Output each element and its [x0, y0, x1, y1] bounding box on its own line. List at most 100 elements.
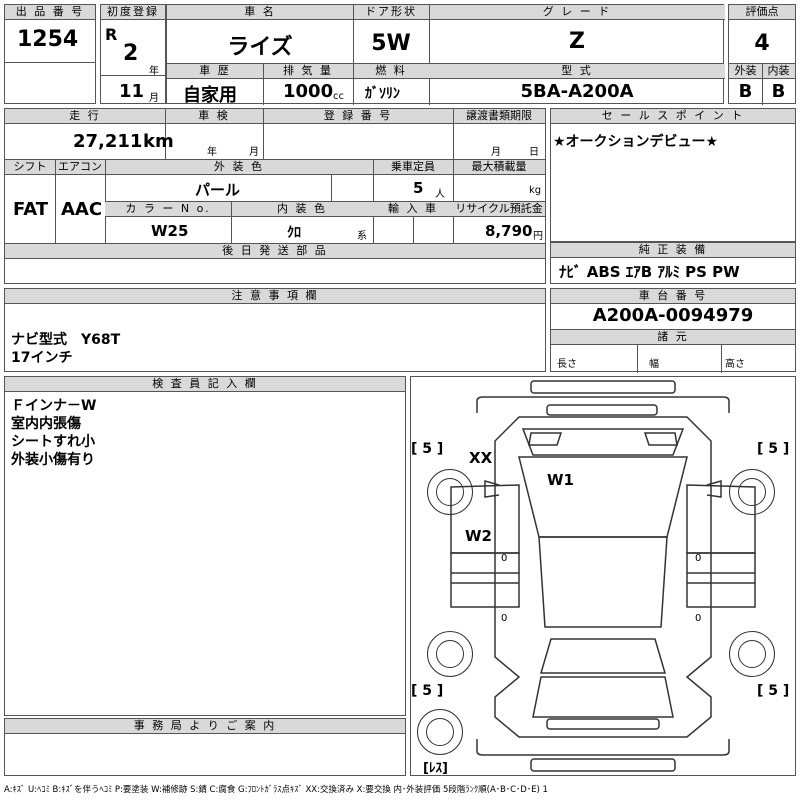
reg-no-label: 登 録 番 号	[263, 109, 453, 124]
legend-text: A:ｷｽﾞ U:ﾍｺﾐ B:ｷｽﾞを伴うﾍｺﾐ P:要塗装 W:補修跡 S:錆 …	[4, 785, 548, 795]
import-label: 輸 入 車	[373, 202, 453, 217]
door-type: 5W	[371, 31, 411, 56]
notes-box: 注 意 事 項 欄 ナビ型式 Y68T 17インチ	[4, 288, 546, 372]
history: 自家用	[183, 85, 237, 106]
interior-grade-label: 内装	[762, 64, 795, 79]
transfer-day-unit: 日	[529, 147, 539, 158]
damage-mark-w2: W2	[465, 527, 492, 545]
tread-front-right: [ 5 ]	[757, 441, 790, 457]
notes-label: 注 意 事 項 欄	[5, 289, 545, 304]
door-label: ドア形状	[353, 5, 429, 20]
inspector-box: 検 査 員 記 入 欄 Ｆインナ－W 室内内張傷 シートすれ小 外装小傷有り	[4, 376, 406, 716]
ac-label: エアコン	[55, 160, 105, 175]
inspector-line-1: Ｆインナ－W	[11, 398, 97, 414]
model: 5BA-A200A	[520, 81, 634, 102]
wheel-front-right	[729, 469, 775, 515]
exterior-grade: B	[738, 81, 753, 102]
office-label: 事 務 局 よ り ご 案 内	[5, 719, 405, 734]
shift-label: シフト	[5, 160, 55, 175]
month-unit: 月	[149, 93, 159, 104]
lot-number-box: 出 品 番 号 1254	[4, 4, 96, 104]
max-load-unit: kg	[529, 185, 542, 196]
capacity-unit: 人	[435, 189, 445, 200]
later-parts-label: 後 日 発 送 部 品	[5, 244, 545, 259]
model-label: 型 式	[429, 64, 725, 79]
fuel: ｶﾞｿﾘﾝ	[365, 86, 400, 102]
score-label: 評価点	[729, 5, 795, 20]
lot-number: 1254	[17, 27, 79, 52]
wheel-rear-left	[427, 631, 473, 677]
recycle-label: リサイクル預託金	[453, 202, 545, 217]
wheel-rear-right	[729, 631, 775, 677]
lot-number-label: 出 品 番 号	[5, 5, 95, 20]
mileage-label: 走 行	[5, 109, 165, 124]
sales-point-box: セ ー ル ス ポ イ ン ト ★オークションデビュー★	[550, 108, 796, 242]
score: 4	[754, 31, 770, 56]
interior-grade: B	[771, 81, 786, 102]
color-no: W25	[151, 222, 189, 240]
history-label: 車 歴	[167, 64, 263, 79]
first-reg-label: 初度登録	[101, 5, 165, 20]
transfer-label: 譲渡書類期限	[453, 109, 545, 124]
inspector-line-2: 室内内張傷	[11, 416, 81, 432]
recycle-unit: 円	[533, 231, 543, 242]
chassis-number: A200A-0094979	[592, 305, 754, 326]
exterior-color: パール	[195, 181, 241, 199]
mileage: 27,211	[73, 131, 143, 152]
interior-color: ｸﾛ	[287, 225, 301, 241]
displacement-label: 排 気 量	[263, 64, 353, 79]
sales-point-text: ★オークションデビュー★	[553, 134, 719, 150]
equipment-label: 純 正 装 備	[551, 243, 795, 258]
car-body-diagram	[450, 380, 756, 772]
zero-mark-1: 0	[501, 553, 508, 564]
color-no-label: カ ラ ー N o.	[105, 202, 231, 217]
equipment-text: ﾅﾋﾞ ABS ｴｱB ｱﾙﾐ PS PW	[559, 263, 740, 281]
damage-mark-xx: XX	[469, 449, 493, 467]
inspector-line-4: 外装小傷有り	[11, 452, 95, 468]
mileage-unit: km	[143, 131, 174, 152]
car-name-label: 車 名	[167, 5, 353, 20]
spare-tire-label: [ﾚｽ]	[423, 761, 448, 776]
equipment-box: 純 正 装 備 ﾅﾋﾞ ABS ｴｱB ｱﾙﾐ PS PW	[550, 242, 796, 284]
max-load-label: 最大積載量	[453, 160, 545, 175]
inspection-year-unit: 年	[207, 147, 217, 158]
chassis-box: 車 台 番 号 A200A-0094979 諸 元 長さ 幅 高さ	[550, 288, 796, 373]
inspector-label: 検 査 員 記 入 欄	[5, 377, 405, 392]
capacity-label: 乗車定員	[373, 160, 453, 175]
wheel-spare	[417, 709, 463, 755]
tread-rear-right: [ 5 ]	[757, 683, 790, 699]
tread-rear-left: [ 5 ]	[411, 683, 444, 699]
exterior-color-label: 外 装 色	[105, 160, 373, 175]
era: R	[105, 25, 118, 44]
inspection-label: 車 検	[165, 109, 263, 124]
reg-year: 2	[123, 41, 139, 66]
reg-month: 11	[119, 81, 145, 102]
car-diagram-box: [ 5 ] [ 5 ] [ 5 ] [ 5 ] [ﾚｽ] XX W1 W2 0 …	[410, 376, 796, 776]
sales-point-label: セ ー ル ス ポ イ ン ト	[551, 109, 795, 124]
ac: AAC	[61, 199, 103, 220]
width-label: 幅	[649, 359, 659, 370]
notes-line-1: ナビ型式 Y68T	[11, 332, 121, 348]
interior-color-label: 内 装 色	[231, 202, 373, 217]
height-label: 高さ	[725, 359, 745, 370]
tread-front-left: [ 5 ]	[411, 441, 444, 457]
grade: Z	[569, 29, 585, 54]
shift: FAT	[13, 199, 49, 220]
office-box: 事 務 局 よ り ご 案 内	[4, 718, 406, 776]
displacement: 1000	[283, 81, 334, 102]
wheel-front-left	[427, 469, 473, 515]
first-registration-box: 初度登録 R 2 年 11 月	[100, 4, 166, 104]
zero-mark-4: 0	[695, 613, 702, 624]
year-unit: 年	[149, 66, 159, 77]
inspector-line-3: シートすれ小	[11, 434, 95, 450]
capacity: 5	[413, 179, 424, 197]
zero-mark-3: 0	[695, 553, 702, 564]
inspection-month-unit: 月	[249, 147, 259, 158]
score-box: 評価点 4 外装 内装 B B	[728, 4, 796, 105]
chassis-label: 車 台 番 号	[551, 289, 795, 304]
recycle-fee: 8,790	[485, 222, 533, 240]
grade-label: グ レ ー ド	[429, 5, 725, 20]
zero-mark-2: 0	[501, 613, 508, 624]
transfer-month-unit: 月	[491, 147, 501, 158]
fuel-label: 燃 料	[353, 64, 429, 79]
